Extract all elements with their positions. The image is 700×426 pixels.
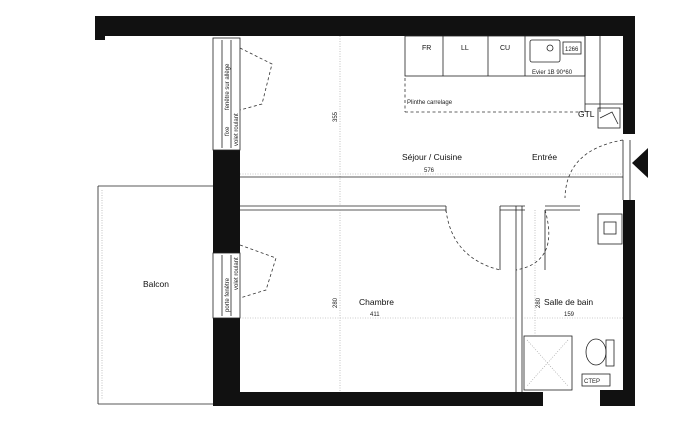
dim-sdb-height: 280 [536, 297, 542, 308]
toilet [585, 338, 607, 366]
wall-top [95, 16, 635, 36]
label-top-fixe: fixe [225, 126, 231, 136]
washbasin [597, 213, 623, 245]
label-evier: Evier 1B 90*60 [532, 70, 573, 76]
window-bottom [212, 244, 277, 319]
shower [523, 335, 573, 391]
wall-top-left-return [95, 16, 105, 40]
window-labels: fixe fenêtre sur allège volet roulant po… [225, 63, 240, 312]
dimension-labels: 355 576 280 411 280 159 [333, 111, 575, 318]
wall-right-bottom [623, 200, 635, 400]
partition-vertical [499, 206, 523, 392]
label-ctep: CTEP [584, 379, 600, 385]
label-plinthe: Plinthe carrelage [407, 100, 453, 106]
window-top [212, 37, 273, 151]
label-top-volet: volet roulant [234, 113, 240, 146]
label-sdb: Salle de bain [544, 297, 593, 307]
wall-left-top [213, 150, 240, 178]
label-sejour: Séjour / Cuisine [402, 152, 462, 162]
wall-left-bottom [213, 318, 240, 406]
balcony [97, 185, 213, 405]
partition-horizontal [240, 205, 580, 212]
equipment-labels: GTL CTEP [578, 109, 600, 385]
dim-sejour-height: 355 [333, 111, 339, 122]
dim-sdb-width: 159 [564, 312, 575, 318]
dim-chambre-width: 411 [370, 312, 380, 318]
ctep-box [581, 373, 611, 387]
label-top-fenetre: fenêtre sur allège [225, 63, 231, 110]
wall-right-top [623, 16, 635, 134]
wall-bottom-right [600, 390, 635, 406]
entry-arrow-icon [632, 148, 648, 178]
wall-bottom [213, 392, 543, 406]
door-swings [445, 139, 631, 271]
label-bottom-porte: porte fenêtre [225, 277, 231, 312]
room-labels: Séjour / Cuisine Entrée Chambre Salle de… [143, 152, 593, 307]
dim-sejour-width: 576 [424, 168, 435, 174]
gtl-box [597, 107, 621, 129]
label-fr: FR [422, 45, 431, 52]
label-gtl: GTL [578, 109, 595, 119]
kitchen-counter [404, 35, 623, 113]
bathroom-fixtures [523, 213, 623, 391]
label-balcon: Balcon [143, 279, 169, 289]
label-cu: CU [500, 45, 510, 52]
label-chambre: Chambre [359, 297, 394, 307]
label-ll: LL [461, 45, 469, 52]
dimension-lines [240, 36, 623, 392]
label-entree: Entrée [532, 152, 557, 162]
kitchen-labels: FR LL CU 1266 Evier 1B 90*60 Plinthe car… [407, 45, 579, 106]
dim-chambre-height: 280 [333, 297, 339, 308]
label-bottom-volet: volet roulant [234, 257, 240, 290]
wall-left-middle [213, 178, 240, 253]
label-hotte: 1266 [565, 47, 579, 53]
exterior-walls [95, 16, 635, 406]
